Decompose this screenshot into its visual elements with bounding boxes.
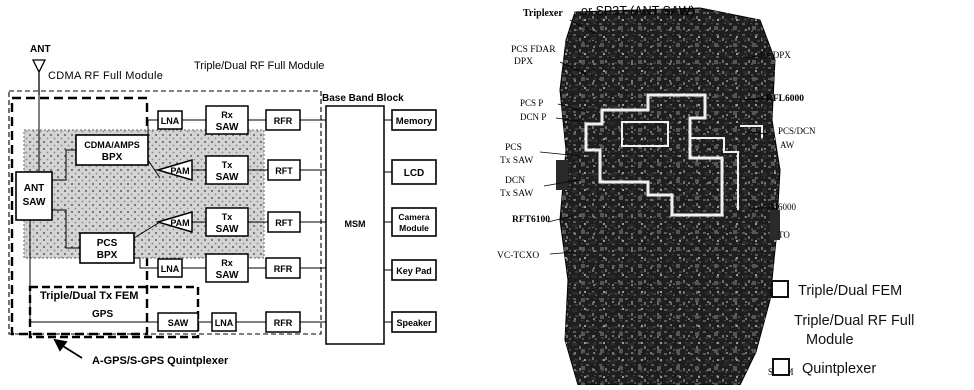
legend-box-quintplexer	[773, 359, 789, 375]
svg-text:RFR: RFR	[274, 116, 293, 126]
legend-rf-full-label-1: Triple/Dual RF Full	[794, 313, 914, 329]
legend: Triple/Dual FEM Triple/Dual RF Full Modu…	[772, 281, 914, 377]
pcs-text: PCS	[97, 238, 118, 249]
legend-rf-full-label-2: Module	[806, 332, 854, 348]
rft-block-2: RFT	[268, 212, 300, 232]
svg-text:Memory: Memory	[396, 116, 433, 127]
lna-block-3: LNA	[212, 313, 236, 331]
key-pad-block: Key Pad	[392, 260, 436, 280]
svg-text:SAW: SAW	[216, 224, 239, 235]
rfr-block-2: RFR	[266, 258, 300, 278]
rfr-block-1: RFR	[266, 110, 300, 130]
legend-quintplexer-label: Quintplexer	[802, 361, 876, 377]
rft-block-1: RFT	[268, 160, 300, 180]
rfl6000-label: RFL6000	[766, 94, 804, 104]
lcd-block: LCD	[392, 160, 436, 184]
svg-text:LNA: LNA	[161, 264, 180, 274]
dcn-tx-saw-label-1: DCN	[505, 176, 525, 186]
to-label: TO	[778, 230, 790, 240]
cdma-module-label: CDMA RF Full Module	[48, 70, 163, 82]
bpx-text-2: BPX	[97, 250, 118, 261]
dpx-label: DPX	[514, 57, 533, 67]
svg-text:Rx: Rx	[221, 110, 233, 120]
sp3t-label: or SP3T (ANT SAW)	[581, 4, 695, 18]
gps-label: GPS	[92, 309, 113, 320]
dcn-tx-saw-label-2: Tx SAW	[500, 189, 533, 199]
svg-text:PAM: PAM	[170, 166, 189, 176]
tx-saw-block-1: Tx SAW	[206, 156, 248, 184]
svg-text:Key Pad: Key Pad	[396, 266, 432, 276]
rx-saw-block-2: Rx SAW	[206, 254, 248, 282]
svg-text:LCD: LCD	[404, 168, 425, 179]
svg-text:SAW: SAW	[216, 122, 239, 133]
svg-text:LNA: LNA	[161, 116, 180, 126]
msm-block: MSM	[326, 106, 384, 344]
rx-saw-block-1: Rx SAW	[206, 106, 248, 134]
ant-saw-text-1: ANT	[24, 183, 45, 194]
svg-text:MSM: MSM	[345, 219, 366, 229]
svg-text:SAW: SAW	[216, 172, 239, 183]
svg-text:Speaker: Speaker	[396, 318, 432, 328]
legend-fem-label: Triple/Dual FEM	[798, 283, 902, 299]
ant-saw-block	[16, 172, 52, 220]
svg-text:RFT: RFT	[275, 166, 293, 176]
triplexer-label: Triplexer	[523, 8, 563, 19]
memory-block: Memory	[392, 110, 436, 130]
tx-saw-block-2: Tx SAW	[206, 208, 248, 236]
quintplexer-label: A-GPS/S-GPS Quintplexer	[92, 355, 229, 367]
bpx-text-1: BPX	[102, 152, 123, 163]
triple-dual-rf-label: Triple/Dual RF Full Module	[194, 60, 324, 72]
aw-label: AW	[780, 140, 795, 150]
block-diagram: ANT CDMA RF Full Module Triple/Dual RF F…	[9, 44, 436, 367]
lna-block-2: LNA	[158, 259, 182, 277]
rfr-block-3: RFR	[266, 312, 300, 332]
cdma-amps-text: CDMA/AMPS	[84, 140, 140, 150]
vc-tcxo-label: VC-TCXO	[497, 251, 539, 261]
pcs-tx-saw-label-2: Tx SAW	[500, 156, 533, 166]
rx-dpx-label: Rx DPX	[760, 50, 791, 60]
svg-text:RFT: RFT	[275, 218, 293, 228]
gps-saw-block: SAW	[158, 313, 198, 331]
svg-text:Rx: Rx	[221, 258, 233, 268]
pcs-dcn-label: PCS/DCN	[778, 126, 816, 136]
speaker-block: Speaker	[392, 312, 436, 332]
svg-text:RFR: RFR	[274, 264, 293, 274]
lna-block-1: LNA	[158, 111, 182, 129]
board-photo: Triplexer or SP3T (ANT SAW) PCS FDAR DPX…	[497, 4, 816, 385]
svg-text:SAW: SAW	[216, 270, 239, 281]
m6000-label: M6000	[770, 202, 797, 212]
rft6100-label: RFT6100	[512, 215, 550, 225]
svg-text:LNA: LNA	[215, 318, 234, 328]
svg-text:Camera: Camera	[398, 212, 429, 222]
antenna-icon	[33, 60, 45, 95]
ant-saw-text-2: SAW	[23, 197, 46, 208]
dcn-p-label: DCN P	[520, 112, 546, 122]
svg-text:Tx: Tx	[222, 160, 233, 170]
pcs-p-label: PCS P	[520, 98, 543, 108]
svg-text:Module: Module	[399, 223, 429, 233]
svg-text:SAW: SAW	[168, 318, 189, 328]
svg-text:Tx: Tx	[222, 212, 233, 222]
tx-fem-label: Triple/Dual Tx FEM	[40, 290, 138, 302]
pcs-tx-saw-label-1: PCS	[505, 143, 522, 153]
svg-text:PAM: PAM	[170, 218, 189, 228]
ant-label: ANT	[30, 44, 51, 55]
pcs-fdar-label: PCS FDAR	[511, 45, 556, 55]
quintplexer-arrow-icon	[55, 340, 82, 358]
baseband-label: Base Band Block	[322, 93, 404, 104]
camera-module-block: Camera Module	[392, 208, 436, 236]
svg-text:RFR: RFR	[274, 318, 293, 328]
legend-box-fem	[772, 281, 788, 297]
